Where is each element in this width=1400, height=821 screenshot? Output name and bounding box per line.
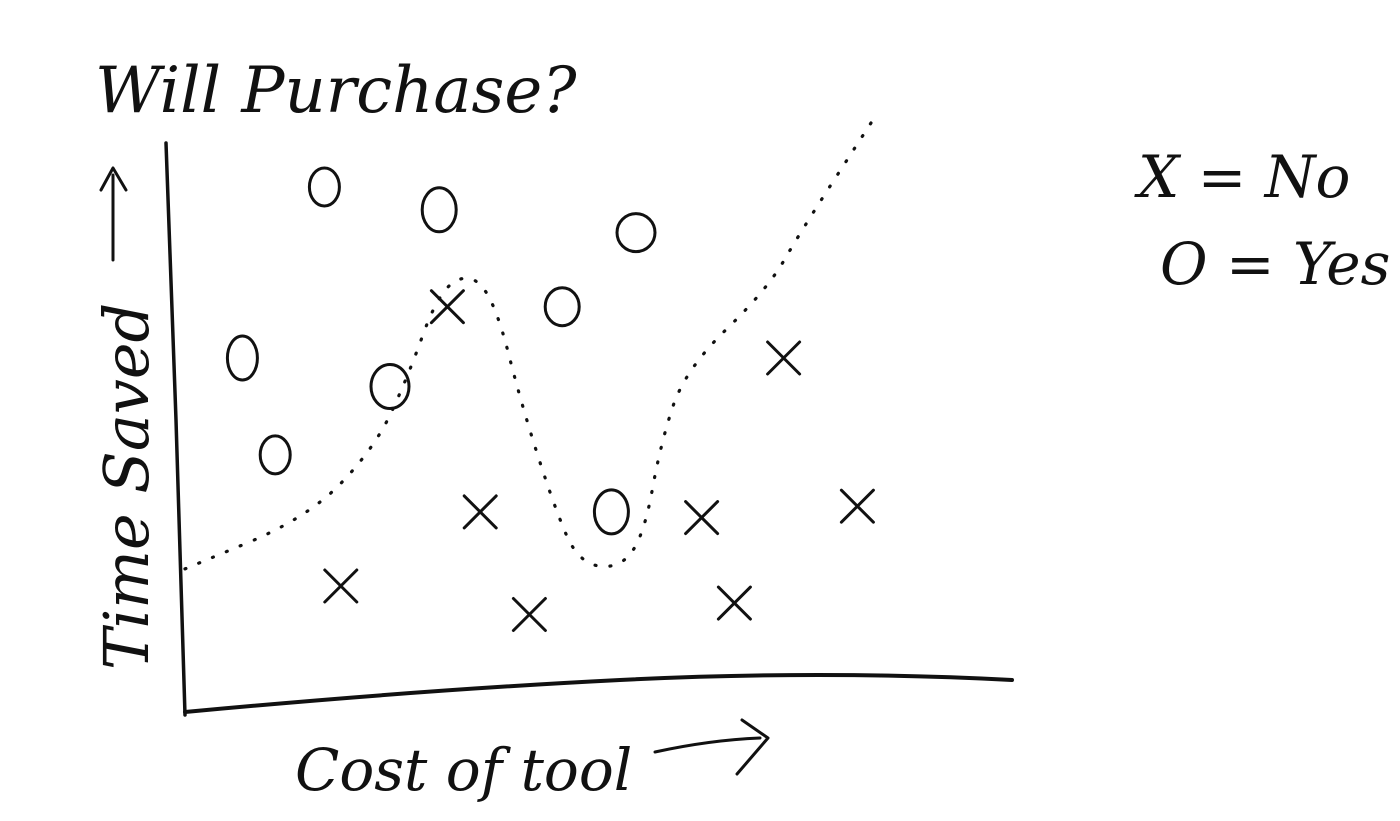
point-no [839,488,875,524]
point-yes [369,363,411,410]
x-axis-label: Cost of tool [295,736,632,804]
y-axis [164,141,187,717]
point-yes [225,334,259,382]
point-no [684,500,720,536]
point-yes [615,212,657,254]
legend-entry-no: X = No [1134,143,1350,211]
data-points [225,166,875,632]
x-axis-arrow-icon [653,718,770,776]
point-no [323,568,359,604]
point-no [716,585,752,621]
point-yes [258,434,292,476]
y-axis-label: Time Saved [90,303,163,670]
x-axis [183,673,1014,714]
legend: X = No O = Yes [1134,143,1390,298]
point-yes [592,488,630,536]
point-no [429,289,465,325]
point-yes [420,186,458,234]
point-no [462,494,498,530]
point-no [511,597,547,632]
point-yes [307,166,341,208]
point-no [766,340,802,376]
y-axis-arrow-icon [99,166,128,262]
legend-entry-yes: O = Yes [1160,230,1390,298]
point-yes [543,286,581,328]
chart-title: Will Purchase? [95,54,577,128]
